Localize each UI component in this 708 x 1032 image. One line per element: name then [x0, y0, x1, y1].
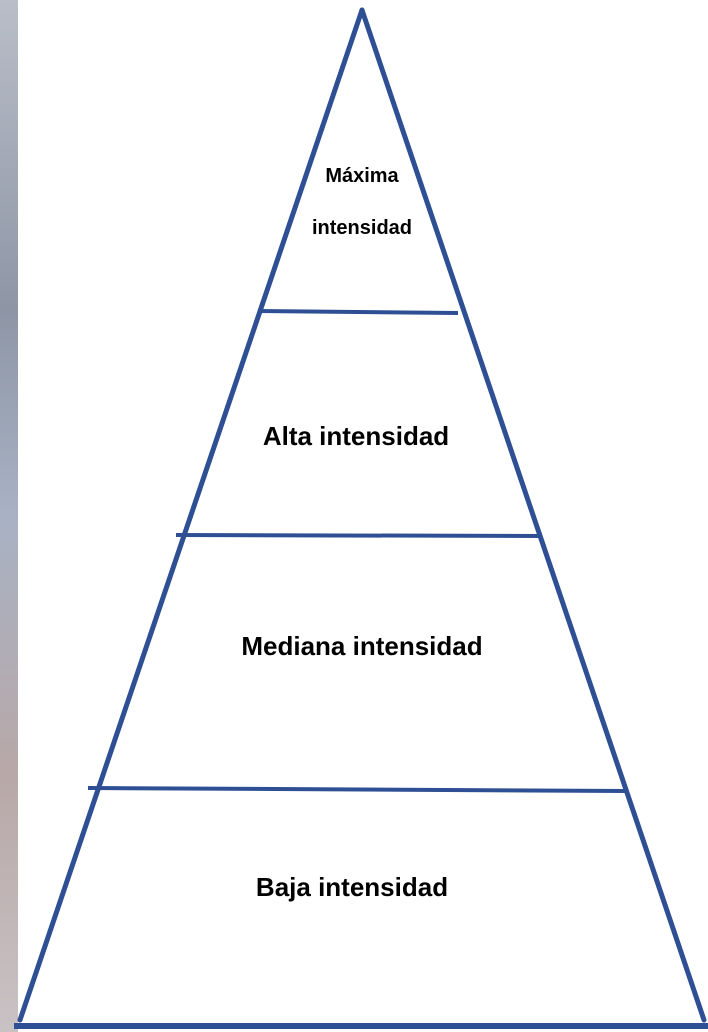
- pyramid-right-edge: [359, 7, 707, 1023]
- level-mediana-label: Mediana intensidad: [241, 631, 482, 661]
- divider-line: [257, 309, 459, 315]
- divider-line: [175, 533, 543, 538]
- pyramid-left-edge: [17, 7, 365, 1023]
- background-photo-strip: [0, 0, 18, 1032]
- level-maxima-label-line1: Máxima: [325, 165, 399, 187]
- level-maxima-label-line2: intensidad: [312, 217, 412, 239]
- level-alta-label: Alta intensidad: [263, 421, 449, 451]
- level-baja-label: Baja intensidad: [256, 872, 448, 902]
- divider-line: [87, 786, 627, 793]
